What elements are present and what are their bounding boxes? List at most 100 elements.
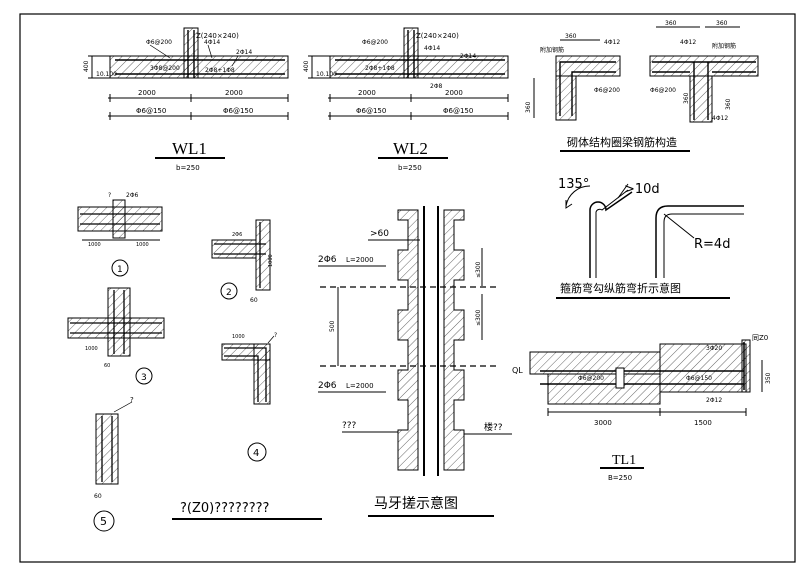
wl2-top-left-bar: Φ6@200 bbox=[362, 39, 388, 46]
wl2-stirrup-right: Φ6@150 bbox=[443, 107, 473, 115]
mt-gt60: >60 bbox=[370, 229, 389, 239]
wl1-height: 400 bbox=[83, 60, 90, 72]
j4-marker bbox=[247, 442, 267, 462]
wl1-bar-a: 4Φ14 bbox=[204, 39, 220, 46]
wl2-bar-d: 2Φ8 bbox=[430, 83, 443, 90]
tl1-bar-b: 2Φ12 bbox=[706, 397, 722, 404]
wl1-stirrup-left: Φ6@150 bbox=[136, 107, 166, 115]
wl1-detail: Z(240×240) Φ6@200 4Φ14 2Φ14 3Φ8@200 2Φ8+… bbox=[83, 27, 289, 172]
wl1-sub: b=250 bbox=[176, 164, 200, 172]
j5-marker bbox=[93, 510, 115, 532]
ring-bar-b: 4Φ12 bbox=[680, 39, 696, 46]
j3-dim-60: 60 bbox=[104, 363, 110, 369]
j5-dim-60: 60 bbox=[94, 493, 102, 500]
ring-beam-title: 砌体结构圈梁钢筋构造 bbox=[567, 135, 677, 149]
wl2-span-left: 2000 bbox=[358, 89, 376, 97]
tl1-stir-b: Φ6@150 bbox=[686, 375, 712, 382]
j4-dim: 1000 bbox=[232, 334, 245, 340]
j1-bar: 2Φ6 bbox=[126, 192, 139, 199]
ring-dim-360-d: 360 bbox=[716, 20, 728, 27]
ring-dim-360-c: 360 bbox=[665, 20, 677, 27]
matooth-caption: 马牙搓示意图 bbox=[374, 495, 458, 512]
j2-label: 2 bbox=[226, 288, 232, 298]
j1-dim-b: 1000 bbox=[136, 242, 149, 248]
mt-len-top: L=2000 bbox=[346, 256, 374, 264]
ring-dim-360-a: 360 bbox=[565, 33, 577, 40]
wl1-level: 10.100 bbox=[96, 71, 117, 78]
tl1-col: 同Z0 bbox=[752, 334, 768, 342]
ring-dim-360-e: 360 bbox=[725, 98, 732, 110]
ring-beam-detail: 360 360 4Φ12 附加钢筋 Φ6@200 360 360 4Φ12 附加… bbox=[525, 20, 759, 152]
j2-dim-60: 60 bbox=[250, 297, 258, 304]
j2-bar: 2Φ6 bbox=[232, 232, 242, 238]
j5-label: 5 bbox=[100, 515, 107, 528]
ring-add-b: 附加钢筋 bbox=[712, 42, 736, 50]
wl2-title: WL2 bbox=[393, 139, 428, 158]
j5-q: ? bbox=[130, 396, 134, 404]
tl1-span-right: 1500 bbox=[694, 419, 712, 427]
ring-stir-a: Φ6@200 bbox=[594, 87, 620, 94]
tl1-stir-a: Φ6@200 bbox=[578, 375, 604, 382]
tl1-title: TL1 bbox=[612, 453, 636, 468]
wl2-bar-a: 4Φ14 bbox=[424, 45, 440, 52]
ring-add-a: 附加钢筋 bbox=[540, 46, 564, 54]
tl1-ql: QL bbox=[512, 366, 523, 375]
j1-dim-a: 1000 bbox=[88, 242, 101, 248]
wl2-column-note: Z(240×240) bbox=[416, 32, 459, 40]
wl1-bar-b: 2Φ14 bbox=[236, 49, 252, 56]
joint-details: ? 2Φ6 1000 1000 1 1000 60 3 ? 60 5 2Φ6 1… bbox=[67, 192, 322, 532]
j3-dim-a: 1000 bbox=[85, 346, 98, 352]
tl1-bar-a: 3Φ20 bbox=[706, 345, 722, 352]
j4-q: ? bbox=[274, 332, 277, 339]
mt-dim500: 500 bbox=[329, 320, 336, 332]
wl2-detail: Z(240×240) Φ6@200 4Φ14 2Φ14 2Φ8+1Φ8 2Φ8 … bbox=[303, 27, 509, 172]
wl2-sub: b=250 bbox=[398, 164, 422, 172]
wl1-bar-d: 2Φ8+1Φ8 bbox=[205, 67, 235, 74]
hooks-caption: 箍筋弯勾纵筋弯折示意图 bbox=[560, 281, 681, 295]
wl1-stirrup-right: Φ6@150 bbox=[223, 107, 253, 115]
wl2-height: 400 bbox=[303, 60, 310, 72]
mt-bar-bot: 2Φ6 bbox=[318, 381, 337, 391]
tl1-height: 350 bbox=[765, 372, 772, 384]
tl1-detail: QL 3000 1500 350 3Φ20 2Φ12 Φ6@200 Φ6@150… bbox=[512, 334, 772, 482]
hook-angle: 135° bbox=[558, 177, 589, 192]
ring-dim-360-f: 360 bbox=[683, 92, 690, 104]
j1-label: 1 bbox=[117, 265, 123, 275]
ring-bar-a: 4Φ12 bbox=[604, 39, 620, 46]
wl1-title: WL1 bbox=[172, 139, 207, 158]
wl2-span-right: 2000 bbox=[445, 89, 463, 97]
j2-marker bbox=[220, 282, 238, 300]
wl1-bar-c: 3Φ8@200 bbox=[150, 65, 180, 72]
wl2-bar-b: 2Φ14 bbox=[460, 53, 476, 60]
mt-bar-top: 2Φ6 bbox=[318, 255, 337, 265]
wl1-span-left: 2000 bbox=[138, 89, 156, 97]
wl2-stirrup-left: Φ6@150 bbox=[356, 107, 386, 115]
mt-dim300b: ≤300 bbox=[475, 309, 482, 326]
mt-left-q: ??? bbox=[342, 421, 357, 431]
j4-label: 4 bbox=[253, 448, 259, 459]
sheet-border bbox=[19, 13, 796, 563]
j1-marker bbox=[111, 259, 129, 277]
hook-len: >10d bbox=[624, 182, 660, 197]
joints-caption: ?(Z0)???????? bbox=[180, 501, 269, 516]
tl1-span-left: 3000 bbox=[594, 419, 612, 427]
ring-dim-360-b: 360 bbox=[525, 101, 532, 113]
j3-marker bbox=[135, 367, 153, 385]
j3-label: 3 bbox=[141, 373, 147, 383]
wl2-bar-c: 2Φ8+1Φ8 bbox=[365, 65, 395, 72]
wl2-level: 10.100 bbox=[316, 71, 337, 78]
j2-dim: 1000 bbox=[268, 254, 274, 267]
wl1-column-note: Z(240×240) bbox=[196, 32, 239, 40]
hook-detail: 135° >10d R=4d 箍筋弯勾纵筋弯折示意图 bbox=[556, 177, 744, 299]
wl1-top-left-bar: Φ6@200 bbox=[146, 39, 172, 46]
matooth-detail: >60 2Φ6 L=2000 2Φ6 L=2000 500 ≤300 ≤300 … bbox=[318, 206, 512, 517]
mt-len-bot: L=2000 bbox=[346, 382, 374, 390]
mt-right-q: 楼?? bbox=[484, 421, 503, 433]
tl1-sub: B=250 bbox=[608, 474, 632, 482]
ring-stir-b: Φ6@200 bbox=[650, 87, 676, 94]
j1-q: ? bbox=[108, 192, 111, 199]
ring-bar-c: 4Φ12 bbox=[712, 115, 728, 122]
mt-dim300a: ≤300 bbox=[475, 261, 482, 278]
